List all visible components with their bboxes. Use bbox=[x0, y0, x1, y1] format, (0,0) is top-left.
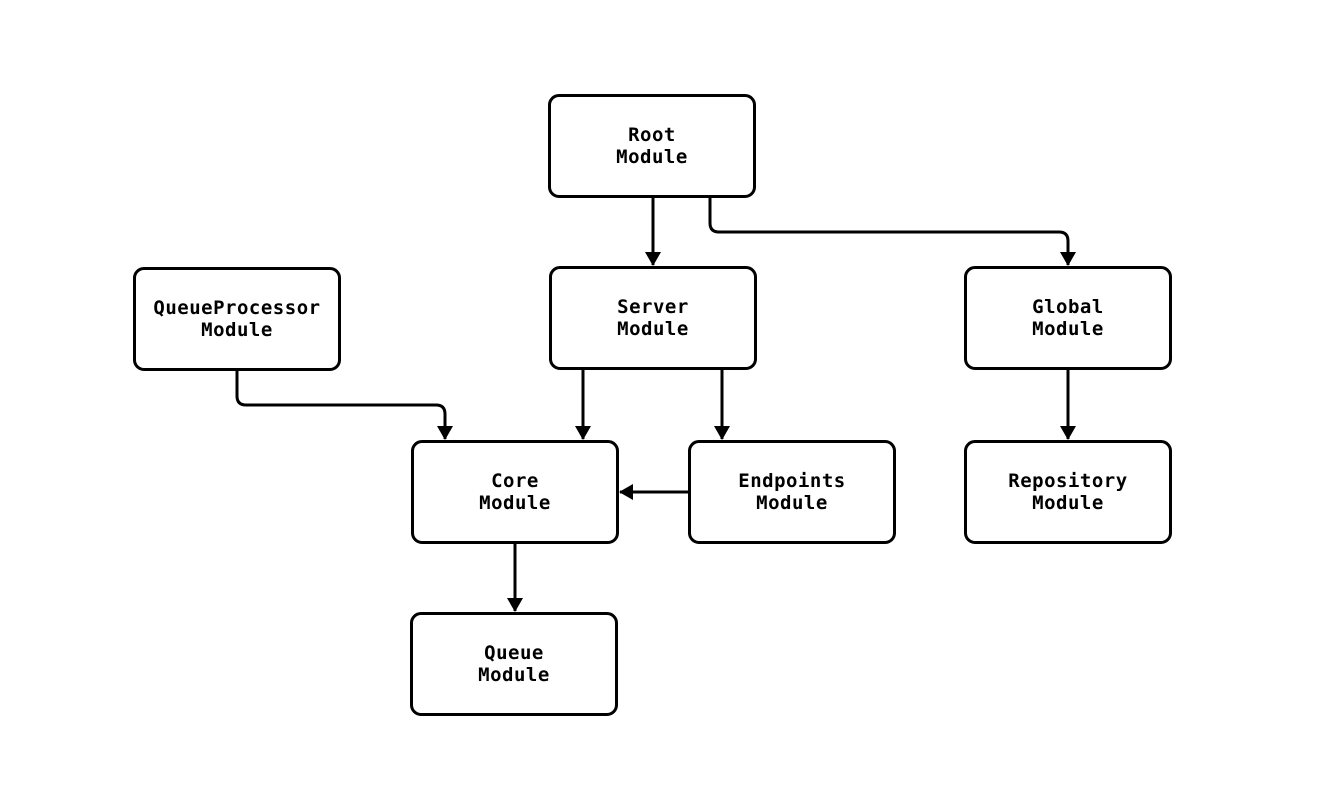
node-label-line1: QueueProcessor bbox=[153, 297, 321, 319]
node-label-line1: Server bbox=[617, 296, 689, 318]
node-label-line2: Module bbox=[201, 319, 273, 341]
node-label-line2: Module bbox=[617, 318, 689, 340]
node-label-line1: Repository bbox=[1008, 470, 1128, 492]
node-label-line2: Module bbox=[1032, 492, 1104, 514]
node-label-line2: Module bbox=[616, 146, 688, 168]
node-label-line2: Module bbox=[479, 492, 551, 514]
node-label-line1: Endpoints bbox=[738, 470, 846, 492]
node-label-line1: Global bbox=[1032, 296, 1104, 318]
edge-root-to-global bbox=[708, 198, 1076, 266]
node-label-line2: Module bbox=[756, 492, 828, 514]
node-label-line1: Core bbox=[491, 470, 539, 492]
edge-queue-processor-to-core bbox=[235, 371, 453, 440]
node-label-line2: Module bbox=[478, 664, 550, 686]
edges-group bbox=[235, 198, 1076, 612]
node-label-line1: Queue bbox=[484, 642, 544, 664]
node-label-line2: Module bbox=[1032, 318, 1104, 340]
node-label-line1: Root bbox=[628, 124, 676, 146]
